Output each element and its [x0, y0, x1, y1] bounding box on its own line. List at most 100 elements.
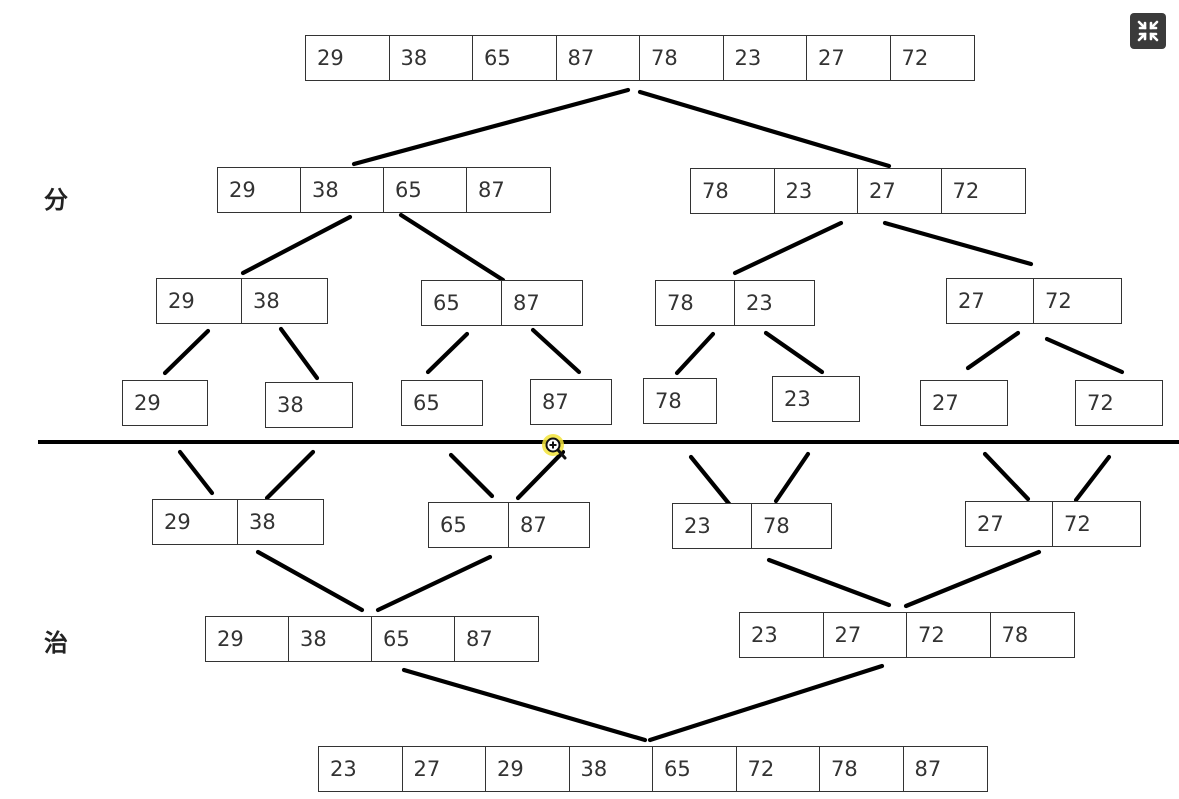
array-d3e: 78 — [643, 378, 717, 424]
array-cell: 38 — [570, 747, 653, 791]
array-cell: 87 — [557, 36, 640, 80]
tree-edge — [264, 449, 316, 501]
array-cell: 27 — [858, 169, 942, 213]
tree-edge — [398, 212, 506, 283]
array-cell: 38 — [289, 617, 372, 661]
array-cell: 87 — [513, 291, 540, 315]
array-cell: 65 — [384, 168, 467, 212]
tree-edge — [647, 663, 885, 743]
tree-edge — [278, 326, 320, 381]
tree-edge — [255, 549, 365, 613]
tree-edge — [401, 667, 648, 743]
array-cell: 38 — [253, 289, 280, 313]
array-cell: 23 — [673, 504, 752, 548]
array-d3b: 38 — [265, 382, 353, 428]
tree-edge — [763, 330, 825, 375]
array-cell: 65 — [422, 281, 502, 325]
array-cell: 87 — [542, 390, 569, 414]
array-cell: 23 — [319, 747, 403, 791]
tree-edge — [240, 214, 353, 276]
array-cell: 38 — [390, 36, 473, 80]
array-cell: 29 — [206, 617, 289, 661]
array-cell: 78 — [1001, 623, 1029, 647]
array-d3c: 65 — [401, 380, 483, 426]
tree-edge — [1044, 336, 1125, 375]
array-cell: 72 — [1064, 512, 1091, 536]
array-cell: 38 — [249, 510, 276, 534]
array-cell: 87 — [466, 627, 493, 651]
array-cell: 27 — [807, 36, 891, 80]
array-cell: 29 — [153, 500, 238, 544]
tree-edge — [515, 449, 566, 501]
array-cell: 27 — [932, 391, 959, 415]
fullscreen-exit-icon — [1137, 20, 1159, 42]
tree-edge — [448, 452, 495, 499]
array-cell: 87 — [914, 757, 942, 781]
array-cell: 72 — [907, 613, 991, 657]
array-cell: 87 — [520, 513, 547, 537]
tree-edge — [162, 328, 211, 376]
array-cell: 23 — [784, 387, 811, 411]
array-cell: 72 — [1045, 289, 1072, 313]
tree-edge — [530, 327, 582, 375]
array-cell: 38 — [301, 168, 384, 212]
array-cell: 78 — [691, 169, 775, 213]
array-cell: 65 — [413, 391, 440, 415]
phase-label-divide: 分 — [44, 186, 68, 214]
tree-edge — [375, 554, 493, 613]
array-c1d: 27 72 — [965, 501, 1141, 547]
fullscreen-exit-button[interactable] — [1130, 13, 1166, 49]
array-cell: 29 — [157, 279, 242, 323]
tree-edge — [351, 87, 631, 167]
array-cell: 29 — [306, 36, 390, 80]
array-cell: 65 — [653, 747, 737, 791]
array-cell: 78 — [655, 389, 682, 413]
zoom-in-cursor-icon — [542, 434, 567, 460]
array-cell: 29 — [486, 747, 570, 791]
tree-edge — [425, 331, 470, 375]
array-cell: 72 — [737, 747, 820, 791]
array-cell: 87 — [478, 178, 505, 202]
array-d3f: 23 — [772, 376, 860, 422]
array-d3d: 87 — [530, 379, 612, 425]
tree-edge — [773, 451, 811, 504]
tree-edge — [882, 220, 1034, 267]
tree-edge — [982, 451, 1031, 502]
array-cell: 72 — [1087, 391, 1114, 415]
array-cell: 65 — [372, 617, 455, 661]
array-d2d: 27 72 — [946, 278, 1122, 324]
array-cell: 23 — [746, 291, 773, 315]
array-c1a: 29 38 — [152, 499, 324, 545]
tree-edge — [965, 330, 1021, 371]
tree-edge — [1073, 454, 1112, 503]
array-d3g: 27 — [920, 380, 1008, 426]
array-cell: 78 — [640, 36, 724, 80]
array-cell: 23 — [775, 169, 858, 213]
array-d2b: 65 87 — [421, 280, 583, 326]
tree-edge — [688, 454, 733, 508]
phase-label-conquer: 治 — [44, 629, 68, 657]
tree-edge — [177, 449, 215, 496]
array-cell: 27 — [403, 747, 486, 791]
array-cell: 29 — [218, 168, 301, 212]
array-cell: 29 — [134, 391, 161, 415]
tree-edge — [637, 89, 892, 169]
tree-edge — [732, 220, 844, 276]
array-cell: 65 — [473, 36, 557, 80]
tree-edge — [903, 549, 1042, 609]
array-cell: 27 — [947, 279, 1034, 323]
array-cell: 38 — [277, 393, 304, 417]
tree-edge — [766, 557, 892, 608]
array-d3a: 29 — [122, 380, 208, 426]
array-cell: 27 — [966, 502, 1053, 546]
divide-conquer-separator — [38, 440, 1179, 444]
tree-edge — [674, 331, 716, 376]
array-cell: 27 — [824, 613, 907, 657]
